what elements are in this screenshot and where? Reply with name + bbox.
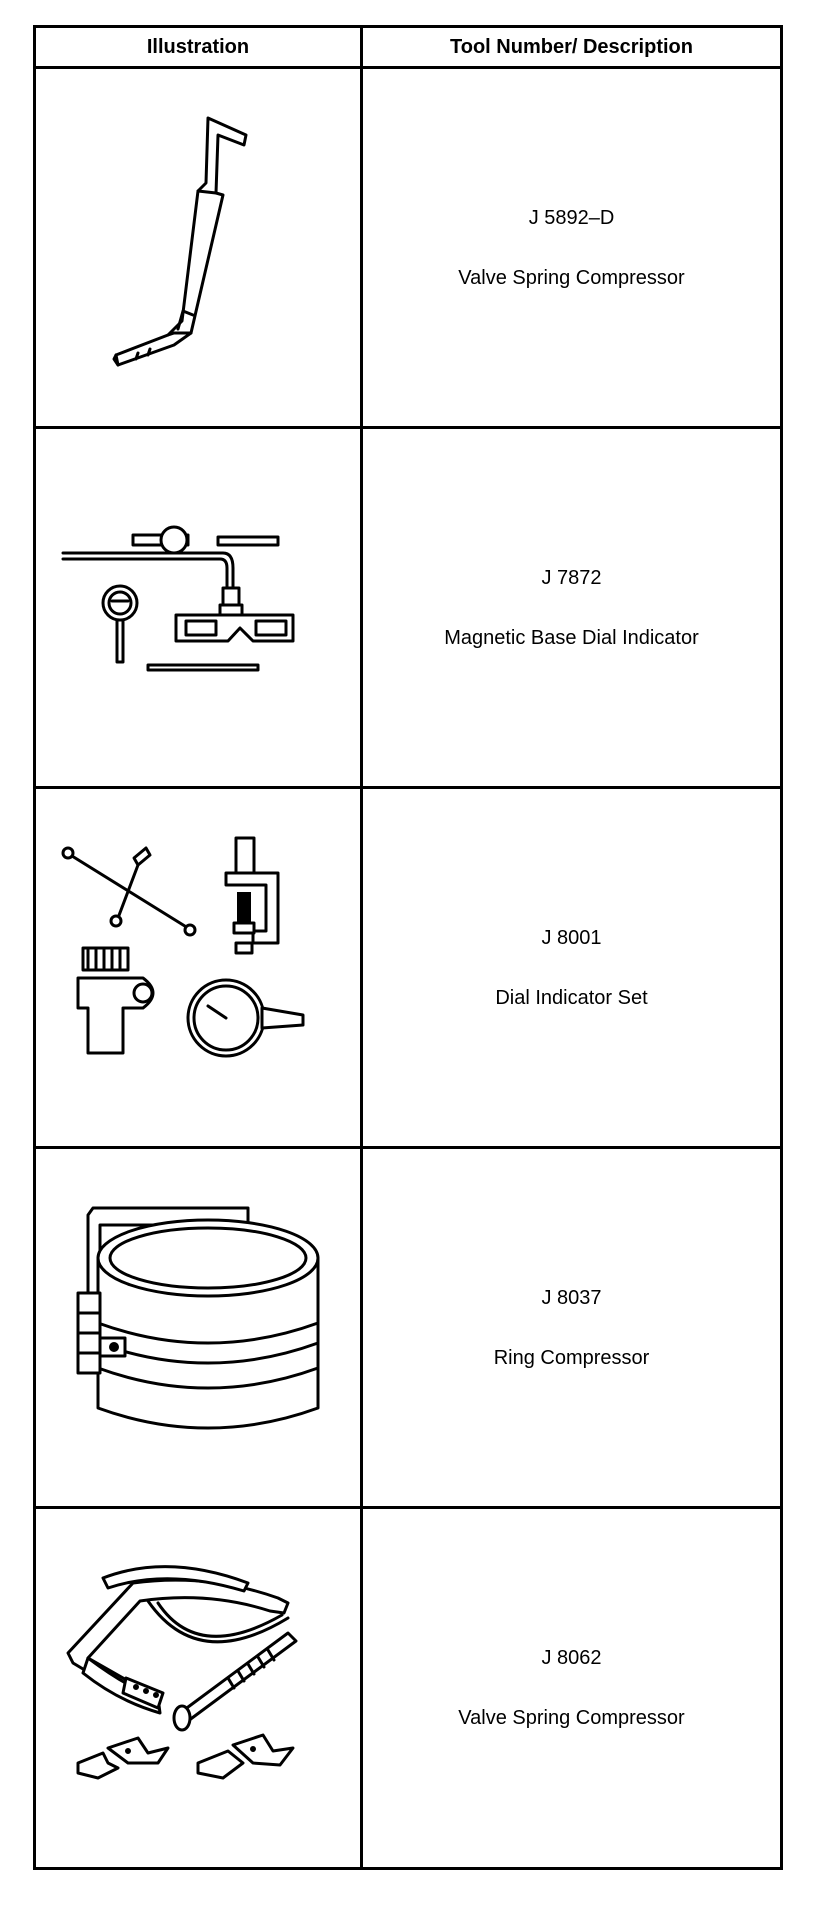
description-cell: J 8062 Valve Spring Compressor	[363, 1509, 780, 1867]
illustration-cell	[36, 69, 363, 426]
tool-number: J 8001	[541, 926, 602, 949]
tool-description: Magnetic Base Dial Indicator	[444, 626, 699, 649]
tool-table: Illustration Tool Number/ Description J …	[33, 25, 783, 1870]
description-cell: J 7872 Magnetic Base Dial Indicator	[363, 429, 780, 786]
header-illustration: Illustration	[36, 28, 363, 66]
description-cell: J 8037 Ring Compressor	[363, 1149, 780, 1506]
ring-compressor-icon	[76, 1206, 320, 1429]
tool-description: Valve Spring Compressor	[458, 266, 685, 289]
description-cell: J 8001 Dial Indicator Set	[363, 789, 780, 1146]
tool-number: J 5892–D	[528, 206, 615, 229]
table-row: J 8037 Ring Compressor	[36, 1149, 780, 1509]
tool-description: Dial Indicator Set	[495, 986, 648, 1009]
c-clamp-valve-spring-compressor-icon	[66, 1565, 298, 1780]
valve-spring-compressor-lever-icon	[112, 116, 248, 366]
description-cell: J 5892–D Valve Spring Compressor	[363, 69, 780, 426]
table-row: J 8001 Dial Indicator Set	[36, 789, 780, 1149]
header-description: Tool Number/ Description	[450, 35, 693, 58]
tool-number: J 8037	[541, 1286, 602, 1309]
tool-number: J 8062	[541, 1647, 602, 1669]
illustration-cell	[36, 1509, 363, 1867]
illustration-cell	[36, 429, 363, 786]
dial-indicator-set-icon	[61, 836, 305, 1057]
illustration-cell	[36, 789, 363, 1146]
magnetic-base-dial-indicator-icon	[61, 525, 295, 671]
table-row: J 8062 Valve Spring Compressor	[36, 1509, 780, 1867]
table-header-row: Illustration Tool Number/ Description	[36, 28, 780, 69]
table-row: J 7872 Magnetic Base Dial Indicator	[36, 429, 780, 789]
tool-description: Valve Spring Compressor	[458, 1707, 685, 1729]
tool-number: J 7872	[541, 566, 602, 589]
table-row: J 5892–D Valve Spring Compressor	[36, 69, 780, 429]
illustration-cell	[36, 1149, 363, 1506]
tool-description: Ring Compressor	[493, 1346, 650, 1369]
